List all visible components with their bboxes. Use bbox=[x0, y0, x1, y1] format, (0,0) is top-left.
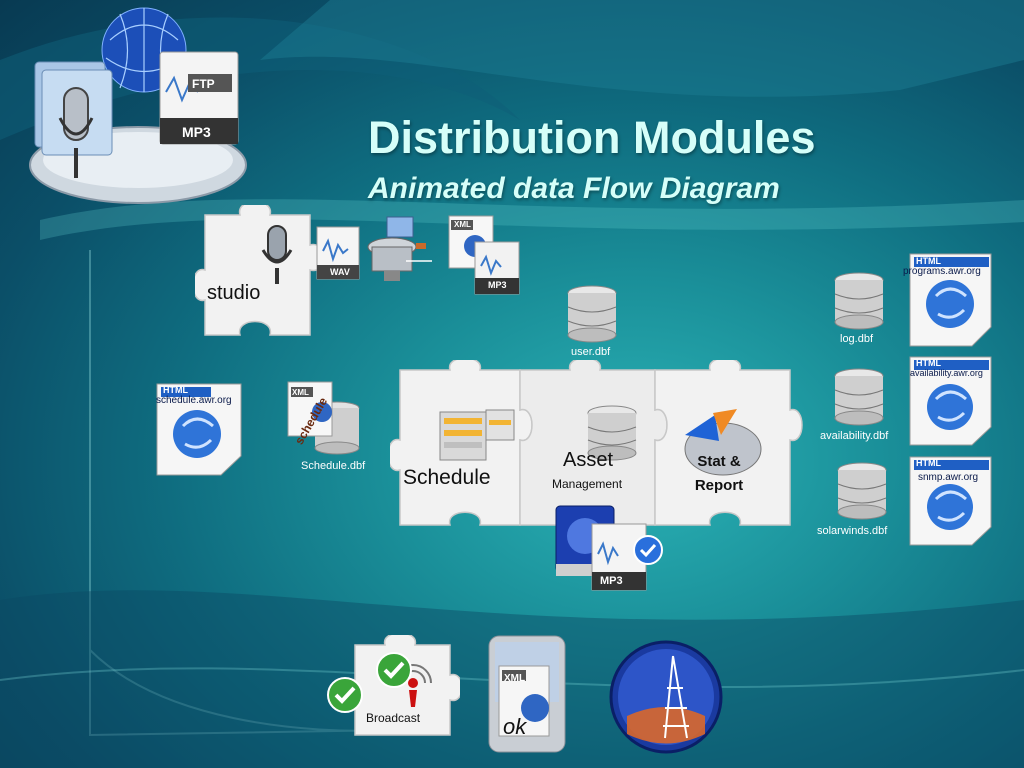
schedule-url-label: schedule.awr.org bbox=[156, 395, 232, 406]
page-title: Distribution Modules bbox=[368, 112, 816, 163]
availability-html-tag: HTML bbox=[916, 358, 941, 368]
output-mp3-label: MP3 bbox=[488, 280, 507, 290]
broadcast-check-icon bbox=[376, 652, 412, 688]
page-subtitle: Animated data Flow Diagram bbox=[368, 172, 780, 205]
availability-dbf-label: availability.dbf bbox=[820, 430, 889, 442]
xml-mp3-output-icon bbox=[448, 215, 520, 295]
schedule-xml-icon bbox=[287, 381, 360, 455]
programs-webpage-icon bbox=[909, 253, 992, 347]
asset-drive-icon bbox=[555, 505, 663, 591]
schedule-grid-icon bbox=[439, 409, 515, 461]
solarwinds-dbf-label: solarwinds.dbf bbox=[817, 525, 888, 537]
programs-url-label: programs.awr.org bbox=[903, 266, 981, 277]
programs-html-tag: HTML bbox=[916, 256, 941, 266]
schedule-dbf-label: Schedule.dbf bbox=[301, 460, 366, 472]
ok-label: ok bbox=[503, 714, 527, 739]
broadcast-check-icon-2 bbox=[327, 677, 363, 713]
stat-report-label: Stat & Report bbox=[676, 450, 762, 498]
ftp-label: FTP bbox=[192, 77, 215, 91]
user-database-icon bbox=[567, 285, 617, 343]
radio-tower-icon bbox=[609, 640, 723, 754]
encoder-icon bbox=[367, 216, 432, 281]
microphone-icon bbox=[261, 225, 293, 284]
availability-webpage-icon bbox=[909, 356, 992, 446]
asset-module-label: Asset bbox=[563, 449, 614, 471]
asset-mp3-label: MP3 bbox=[600, 575, 623, 587]
schedule-html-tag: HTML bbox=[163, 385, 188, 395]
pie-chart-icon bbox=[684, 409, 762, 476]
studio-puzzle-piece bbox=[195, 205, 324, 336]
schedule-xml-label: XML bbox=[292, 388, 309, 397]
asset-database-icon bbox=[587, 405, 637, 461]
broadcast-label: Broadcast bbox=[366, 711, 421, 725]
schedule-webpage-icon bbox=[156, 383, 242, 476]
xml-ok-icon bbox=[488, 635, 566, 753]
xml-label: XML bbox=[454, 220, 471, 229]
mp3-label: MP3 bbox=[182, 124, 211, 140]
solarwinds-database-icon bbox=[837, 462, 887, 520]
schedule-module-label: Schedule bbox=[403, 466, 491, 489]
user-dbf-label: user.dbf bbox=[571, 346, 611, 358]
wav-file-icon bbox=[316, 226, 360, 280]
availability-database-icon bbox=[834, 368, 884, 426]
log-database-icon bbox=[834, 272, 884, 330]
snmp-html-tag: HTML bbox=[916, 458, 941, 468]
asset-management-label: Management bbox=[552, 477, 623, 491]
report-label: Report bbox=[694, 477, 744, 494]
studio-label: studio bbox=[207, 282, 261, 304]
snmp-webpage-icon bbox=[909, 456, 992, 546]
bottom-xml-label: XML bbox=[504, 673, 526, 684]
availability-url-label: availability.awr.org bbox=[910, 368, 983, 378]
log-dbf-label: log.dbf bbox=[840, 333, 874, 345]
podcast-hub-icon: FTP MP3 bbox=[20, 0, 260, 215]
stat-label: Stat & bbox=[697, 453, 741, 470]
wav-label: WAV bbox=[330, 267, 350, 277]
snmp-url-label: snmp.awr.org bbox=[918, 472, 979, 483]
